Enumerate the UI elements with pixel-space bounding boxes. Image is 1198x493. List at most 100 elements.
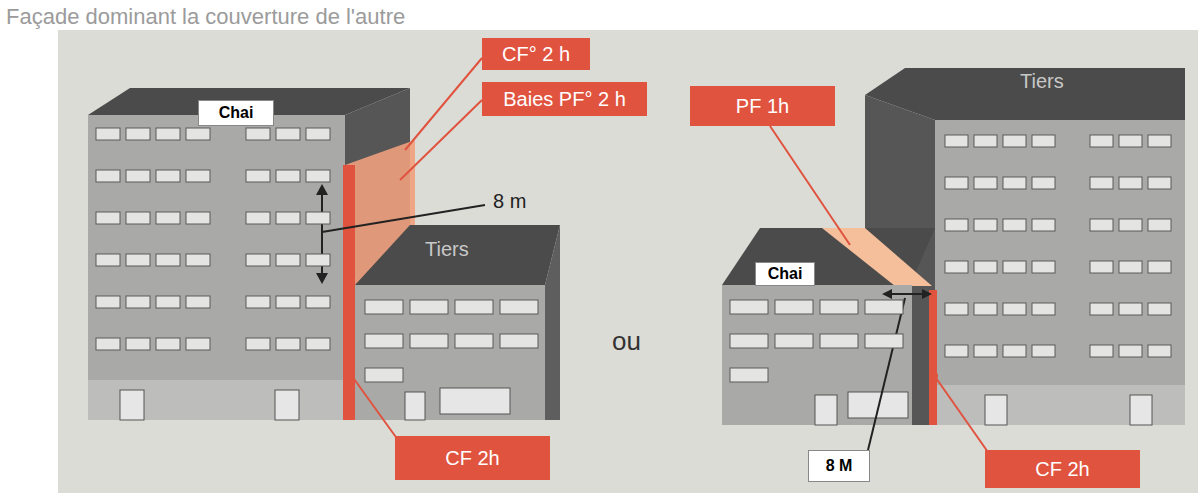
window	[126, 254, 150, 266]
window	[730, 368, 768, 382]
fire-wall	[929, 290, 937, 425]
window	[126, 128, 150, 140]
window	[96, 128, 120, 140]
window	[1090, 345, 1113, 357]
window	[865, 300, 903, 314]
fire-rating-box: CF 2h	[985, 450, 1140, 488]
box-text: Baies PF° 2 h	[503, 88, 626, 111]
window	[126, 212, 150, 224]
window	[974, 261, 997, 273]
leader-dot	[930, 372, 938, 380]
arrowhead	[316, 273, 328, 284]
box-text: CF 2h	[1035, 458, 1089, 481]
window	[276, 212, 300, 224]
fire-rated-roof	[822, 228, 932, 286]
window	[1032, 177, 1055, 189]
window	[96, 296, 120, 308]
window	[126, 170, 150, 182]
leader-dot	[345, 366, 353, 374]
window	[1119, 219, 1142, 231]
window	[96, 254, 120, 266]
window	[1032, 345, 1055, 357]
window	[500, 334, 538, 348]
window	[246, 338, 270, 350]
window	[1119, 345, 1142, 357]
arrowhead	[922, 289, 932, 299]
window	[775, 334, 813, 348]
window	[1003, 219, 1026, 231]
box-text: PF 1h	[736, 95, 789, 118]
window	[1003, 261, 1026, 273]
window	[945, 219, 968, 231]
leader-line	[868, 298, 905, 450]
window	[1032, 219, 1055, 231]
facade	[355, 285, 545, 420]
side-wall	[545, 225, 560, 420]
window	[974, 177, 997, 189]
facade	[88, 115, 345, 420]
window	[1032, 303, 1055, 315]
window	[306, 338, 330, 350]
window	[96, 212, 120, 224]
window	[1032, 135, 1055, 147]
window	[186, 254, 210, 266]
diagram-title: Façade dominant la couverture de l'autre	[6, 4, 405, 30]
window	[186, 338, 210, 350]
background-panel	[58, 30, 1198, 493]
roof	[355, 225, 560, 285]
window	[1148, 345, 1171, 357]
window	[945, 345, 968, 357]
door	[815, 395, 837, 425]
window	[126, 338, 150, 350]
fire-rating-box: CF 2h	[395, 436, 550, 480]
window	[1148, 219, 1171, 231]
facade	[935, 120, 1185, 425]
window	[1003, 345, 1026, 357]
leader-line	[400, 100, 482, 180]
window	[1119, 261, 1142, 273]
window	[1119, 303, 1142, 315]
window	[1003, 177, 1026, 189]
box-text: CF° 2 h	[502, 43, 570, 66]
window	[974, 303, 997, 315]
window	[156, 212, 180, 224]
window	[1090, 261, 1113, 273]
shop-window	[440, 388, 510, 414]
window	[365, 334, 403, 348]
window	[276, 128, 300, 140]
window	[276, 254, 300, 266]
name-box: Chai	[755, 262, 815, 286]
window	[186, 212, 210, 224]
window	[276, 296, 300, 308]
leader-line	[322, 205, 485, 232]
window	[186, 296, 210, 308]
window	[1090, 177, 1113, 189]
fire-rating-box: Baies PF° 2 h	[482, 82, 647, 116]
window	[96, 170, 120, 182]
window	[246, 170, 270, 182]
leader-line	[936, 378, 990, 455]
arrowhead	[882, 289, 892, 299]
window	[820, 334, 858, 348]
window	[974, 135, 997, 147]
door	[275, 390, 299, 420]
window	[156, 254, 180, 266]
window	[276, 338, 300, 350]
window	[276, 170, 300, 182]
window	[306, 170, 330, 182]
window	[246, 212, 270, 224]
building-label: Tiers	[1020, 70, 1064, 93]
name-box: Chai	[198, 100, 274, 126]
window	[186, 170, 210, 182]
fire-rating-box: CF° 2 h	[482, 38, 590, 70]
fire-rating-box: PF 1h	[690, 86, 835, 126]
window	[945, 135, 968, 147]
window	[1090, 135, 1113, 147]
window	[410, 300, 448, 314]
door	[405, 392, 425, 420]
door	[1130, 395, 1152, 425]
window	[156, 170, 180, 182]
box-text: Chai	[768, 265, 803, 283]
window	[500, 300, 538, 314]
window	[126, 296, 150, 308]
